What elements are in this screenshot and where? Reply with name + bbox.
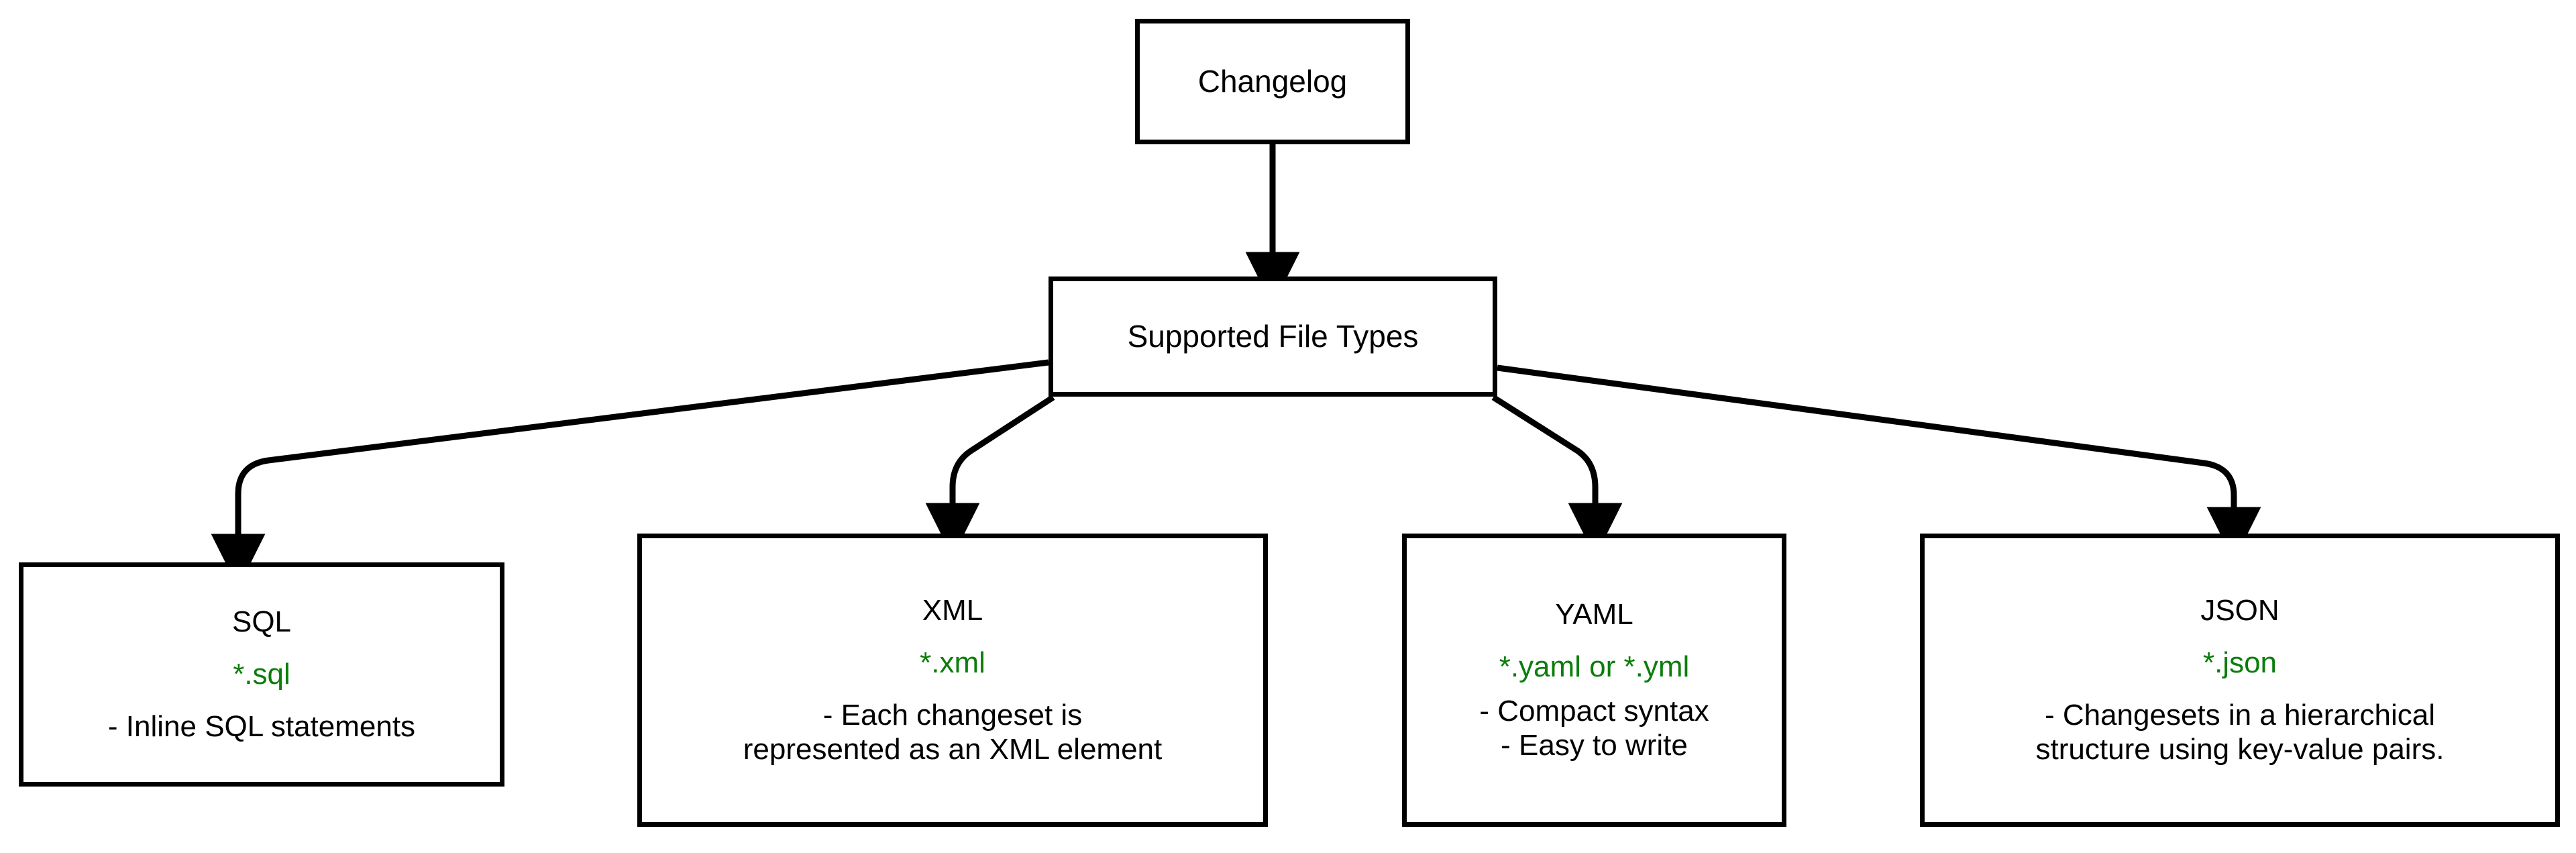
node-xml[interactable]: XML *.xml - Each changeset is represente… (637, 534, 1268, 827)
node-xml-extension: *.xml (920, 646, 985, 679)
edge-supported-to-yaml (1491, 395, 1623, 558)
node-yaml-description-line-2: - Easy to write (1501, 729, 1688, 762)
node-changelog-title: Changelog (1197, 64, 1348, 99)
node-json-extension: *.json (2202, 646, 2277, 679)
node-yaml-extension: *.yaml or *.yml (1499, 650, 1690, 683)
node-supported-file-types[interactable]: Supported File Types (1049, 277, 1497, 397)
node-sql-extension: *.sql (233, 658, 290, 691)
node-yaml-title: YAML (1555, 597, 1633, 631)
node-sql-title: SQL (231, 605, 292, 639)
node-json-title: JSON (2200, 593, 2279, 627)
node-yaml-description-line-1: - Compact syntax (1479, 694, 1709, 727)
node-yaml[interactable]: YAML *.yaml or *.yml - Compact syntax - … (1402, 534, 1786, 827)
node-sql[interactable]: SQL *.sql - Inline SQL statements (19, 562, 504, 787)
node-supported-file-types-title: Supported File Types (1127, 319, 1419, 354)
node-json-description-line-1: - Changesets in a hierarchical (2044, 698, 2436, 732)
node-xml-description-line-1: - Each changeset is (822, 698, 1083, 732)
node-json-description-line-2: structure using key-value pairs. (2035, 733, 2445, 766)
node-changelog[interactable]: Changelog (1135, 19, 1410, 144)
node-sql-description-line-1: - Inline SQL statements (107, 709, 416, 743)
node-xml-description-line-2: represented as an XML element (743, 733, 1163, 766)
node-xml-title: XML (922, 593, 983, 627)
node-json[interactable]: JSON *.json - Changesets in a hierarchic… (1920, 534, 2560, 827)
edge-supported-to-sql (211, 359, 1049, 589)
edge-supported-to-json (1497, 364, 2261, 562)
edge-supported-to-xml (925, 395, 1055, 558)
